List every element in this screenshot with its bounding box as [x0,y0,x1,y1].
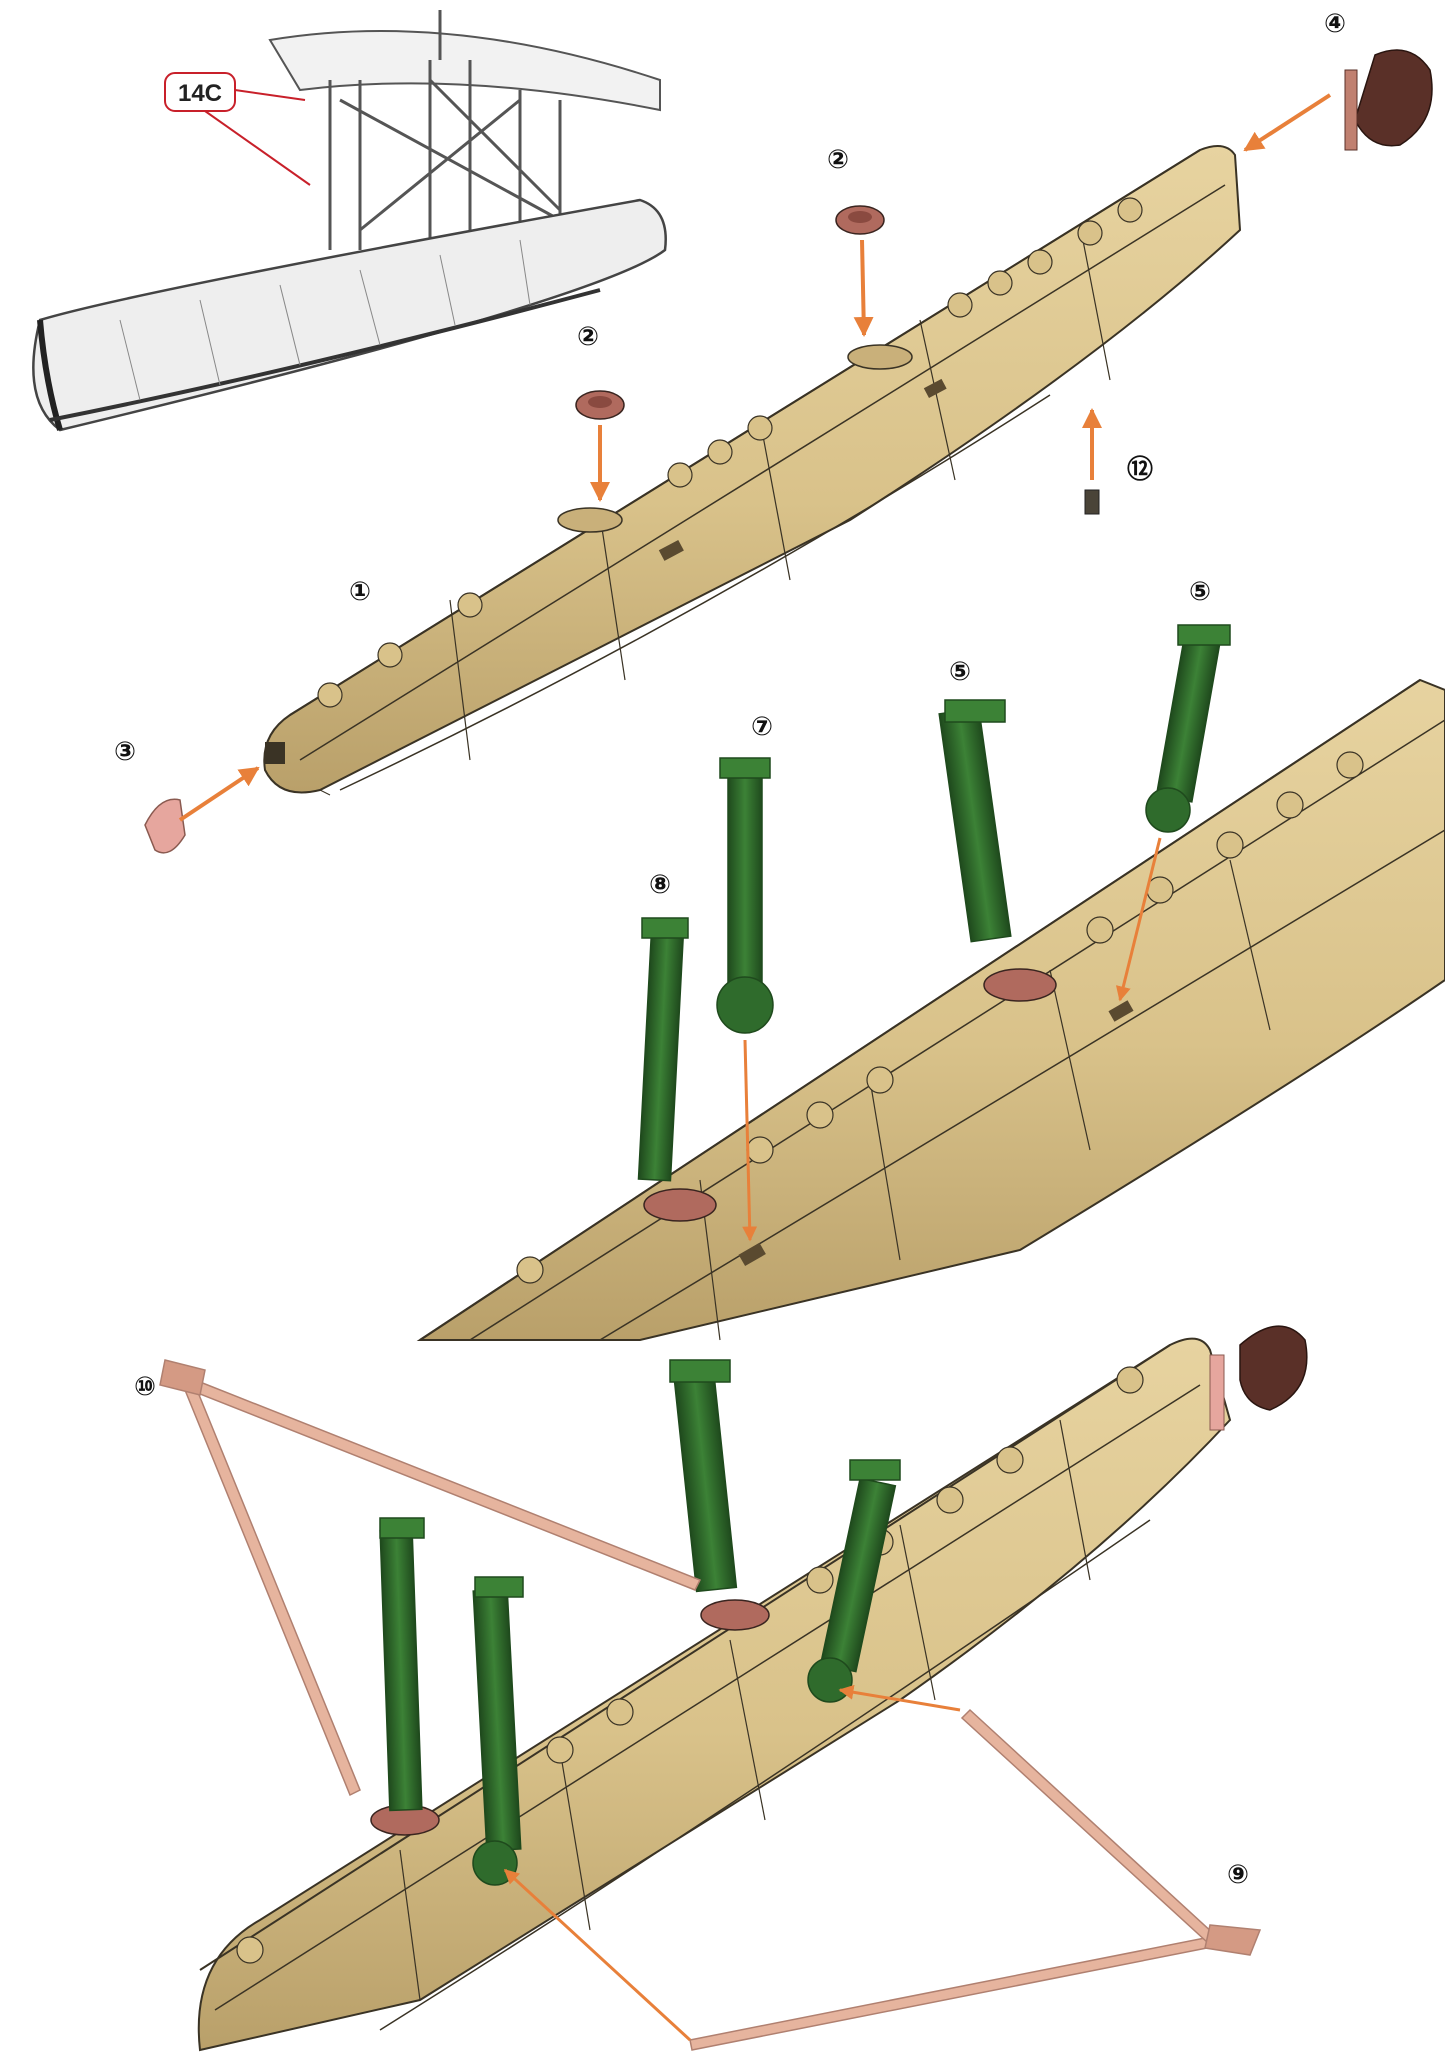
label-bottom-fitting: ⑫ [1127,454,1153,485]
hatch-part-front [575,390,625,420]
label-strut-d: ⑧ [649,870,671,900]
label-nose-cap: ③ [114,737,136,767]
label-brace-rear: ⑨ [1227,1860,1249,1890]
arrow-icon [742,837,1162,1242]
label-strut-c: ⑦ [751,712,773,742]
rudder-installed [1209,1325,1308,1431]
label-hatch-front: ② [577,322,599,352]
reference-label: 14C [178,80,222,107]
brace-rear-part [689,1708,1262,2051]
rudder-part [1344,49,1433,151]
hatch-part-rear [835,205,885,235]
hull-step2 [416,678,1445,1341]
strut-c [716,757,774,1034]
strut-install-3 [669,1359,738,1593]
strut-install-1 [379,1517,425,1812]
strut-a [938,699,1012,943]
label-rudder: ④ [1324,9,1346,39]
hull-step1 [263,145,1242,796]
label-strut-a2: ⑤ [1189,577,1211,607]
nose-cap-part [144,798,186,854]
bottom-fitting-part [1084,489,1100,515]
strut-b [1145,624,1231,833]
label-hull: ① [349,577,371,607]
arrow-icon [503,1684,961,2042]
label-strut-b2: ⑤ [949,657,971,687]
label-brace-front: ⑩ [134,1372,156,1402]
arrow-icon [178,93,1332,822]
reference-sketch: 14C [0,0,690,440]
strut-d [637,917,689,1182]
brace-front-part [159,1359,702,1797]
label-hatch-rear: ② [827,145,849,175]
